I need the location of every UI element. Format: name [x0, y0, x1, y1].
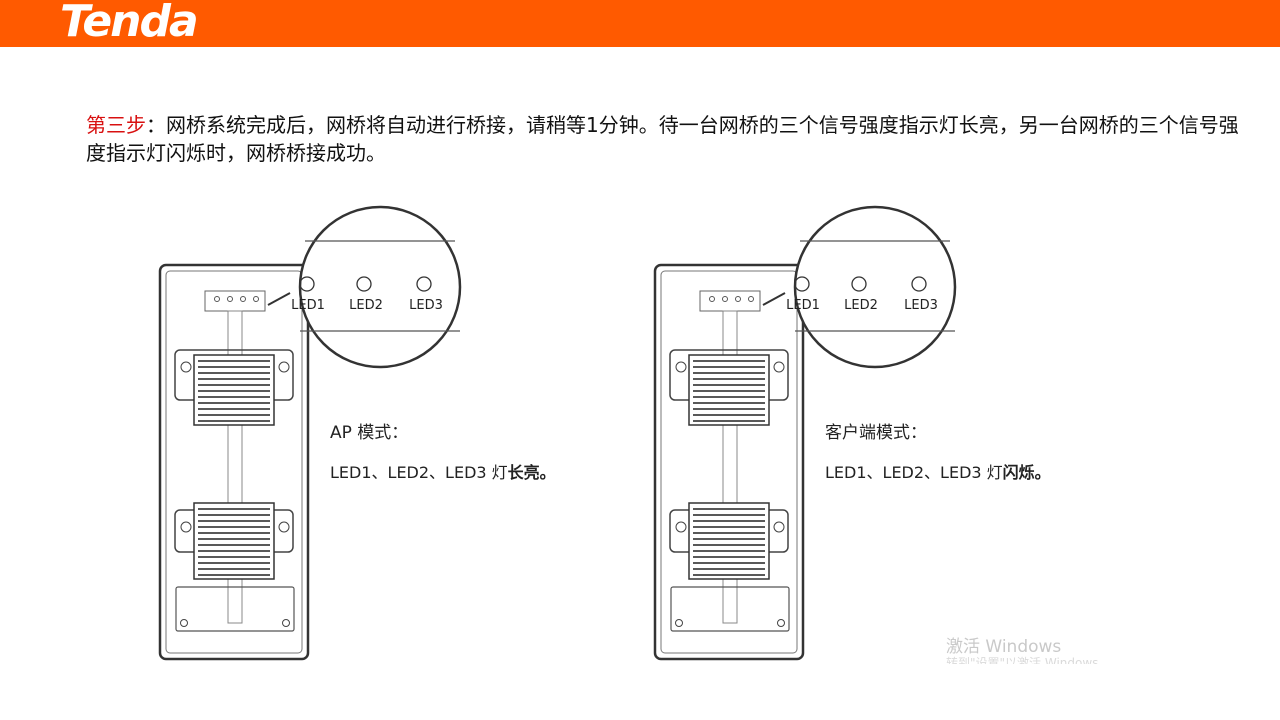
ap-mode-title: AP 模式：	[330, 423, 409, 443]
client-mode-desc-state: 闪烁。	[1002, 463, 1051, 482]
bridge-device-ap: LED1 LED2 LED3	[150, 205, 470, 665]
bridge-device-illustration: LED1 LED2 LED3	[653, 205, 957, 661]
windows-activation-subtext: 转到"设置"以激活 Windows。	[946, 656, 1111, 664]
led1-label: LED1	[291, 298, 325, 313]
led2-label: LED2	[349, 298, 383, 313]
step-text: ：网桥系统完成后，网桥将自动进行桥接，请稍等1分钟。待一台网桥的三个信号强度指示…	[86, 113, 1239, 165]
ap-mode-desc: LED1、LED2、LED3 灯长亮。	[330, 459, 556, 483]
client-mode-desc-prefix: LED1、LED2、LED3 灯	[825, 463, 1003, 482]
led3-label: LED3	[409, 298, 443, 313]
led3-label: LED3	[904, 298, 938, 313]
led2-label: LED2	[844, 298, 878, 313]
tenda-logo: Tenda	[60, 0, 199, 47]
header-bar: Tenda	[0, 0, 1280, 47]
bridge-device-illustration: LED1 LED2 LED3	[158, 205, 462, 661]
led1-label: LED1	[786, 298, 820, 313]
step-instruction: 第三步：网桥系统完成后，网桥将自动进行桥接，请稍等1分钟。待一台网桥的三个信号强…	[86, 111, 1246, 167]
step-label: 第三步	[86, 113, 146, 137]
windows-activation-watermark: 激活 Windows	[946, 637, 1062, 657]
client-mode-desc: LED1、LED2、LED3 灯闪烁。	[825, 459, 1051, 483]
ap-mode-desc-state: 长亮。	[507, 463, 556, 482]
client-mode-title: 客户端模式：	[825, 423, 927, 443]
ap-mode-desc-prefix: LED1、LED2、LED3 灯	[330, 463, 508, 482]
bridge-device-client: LED1 LED2 LED3	[645, 205, 965, 665]
